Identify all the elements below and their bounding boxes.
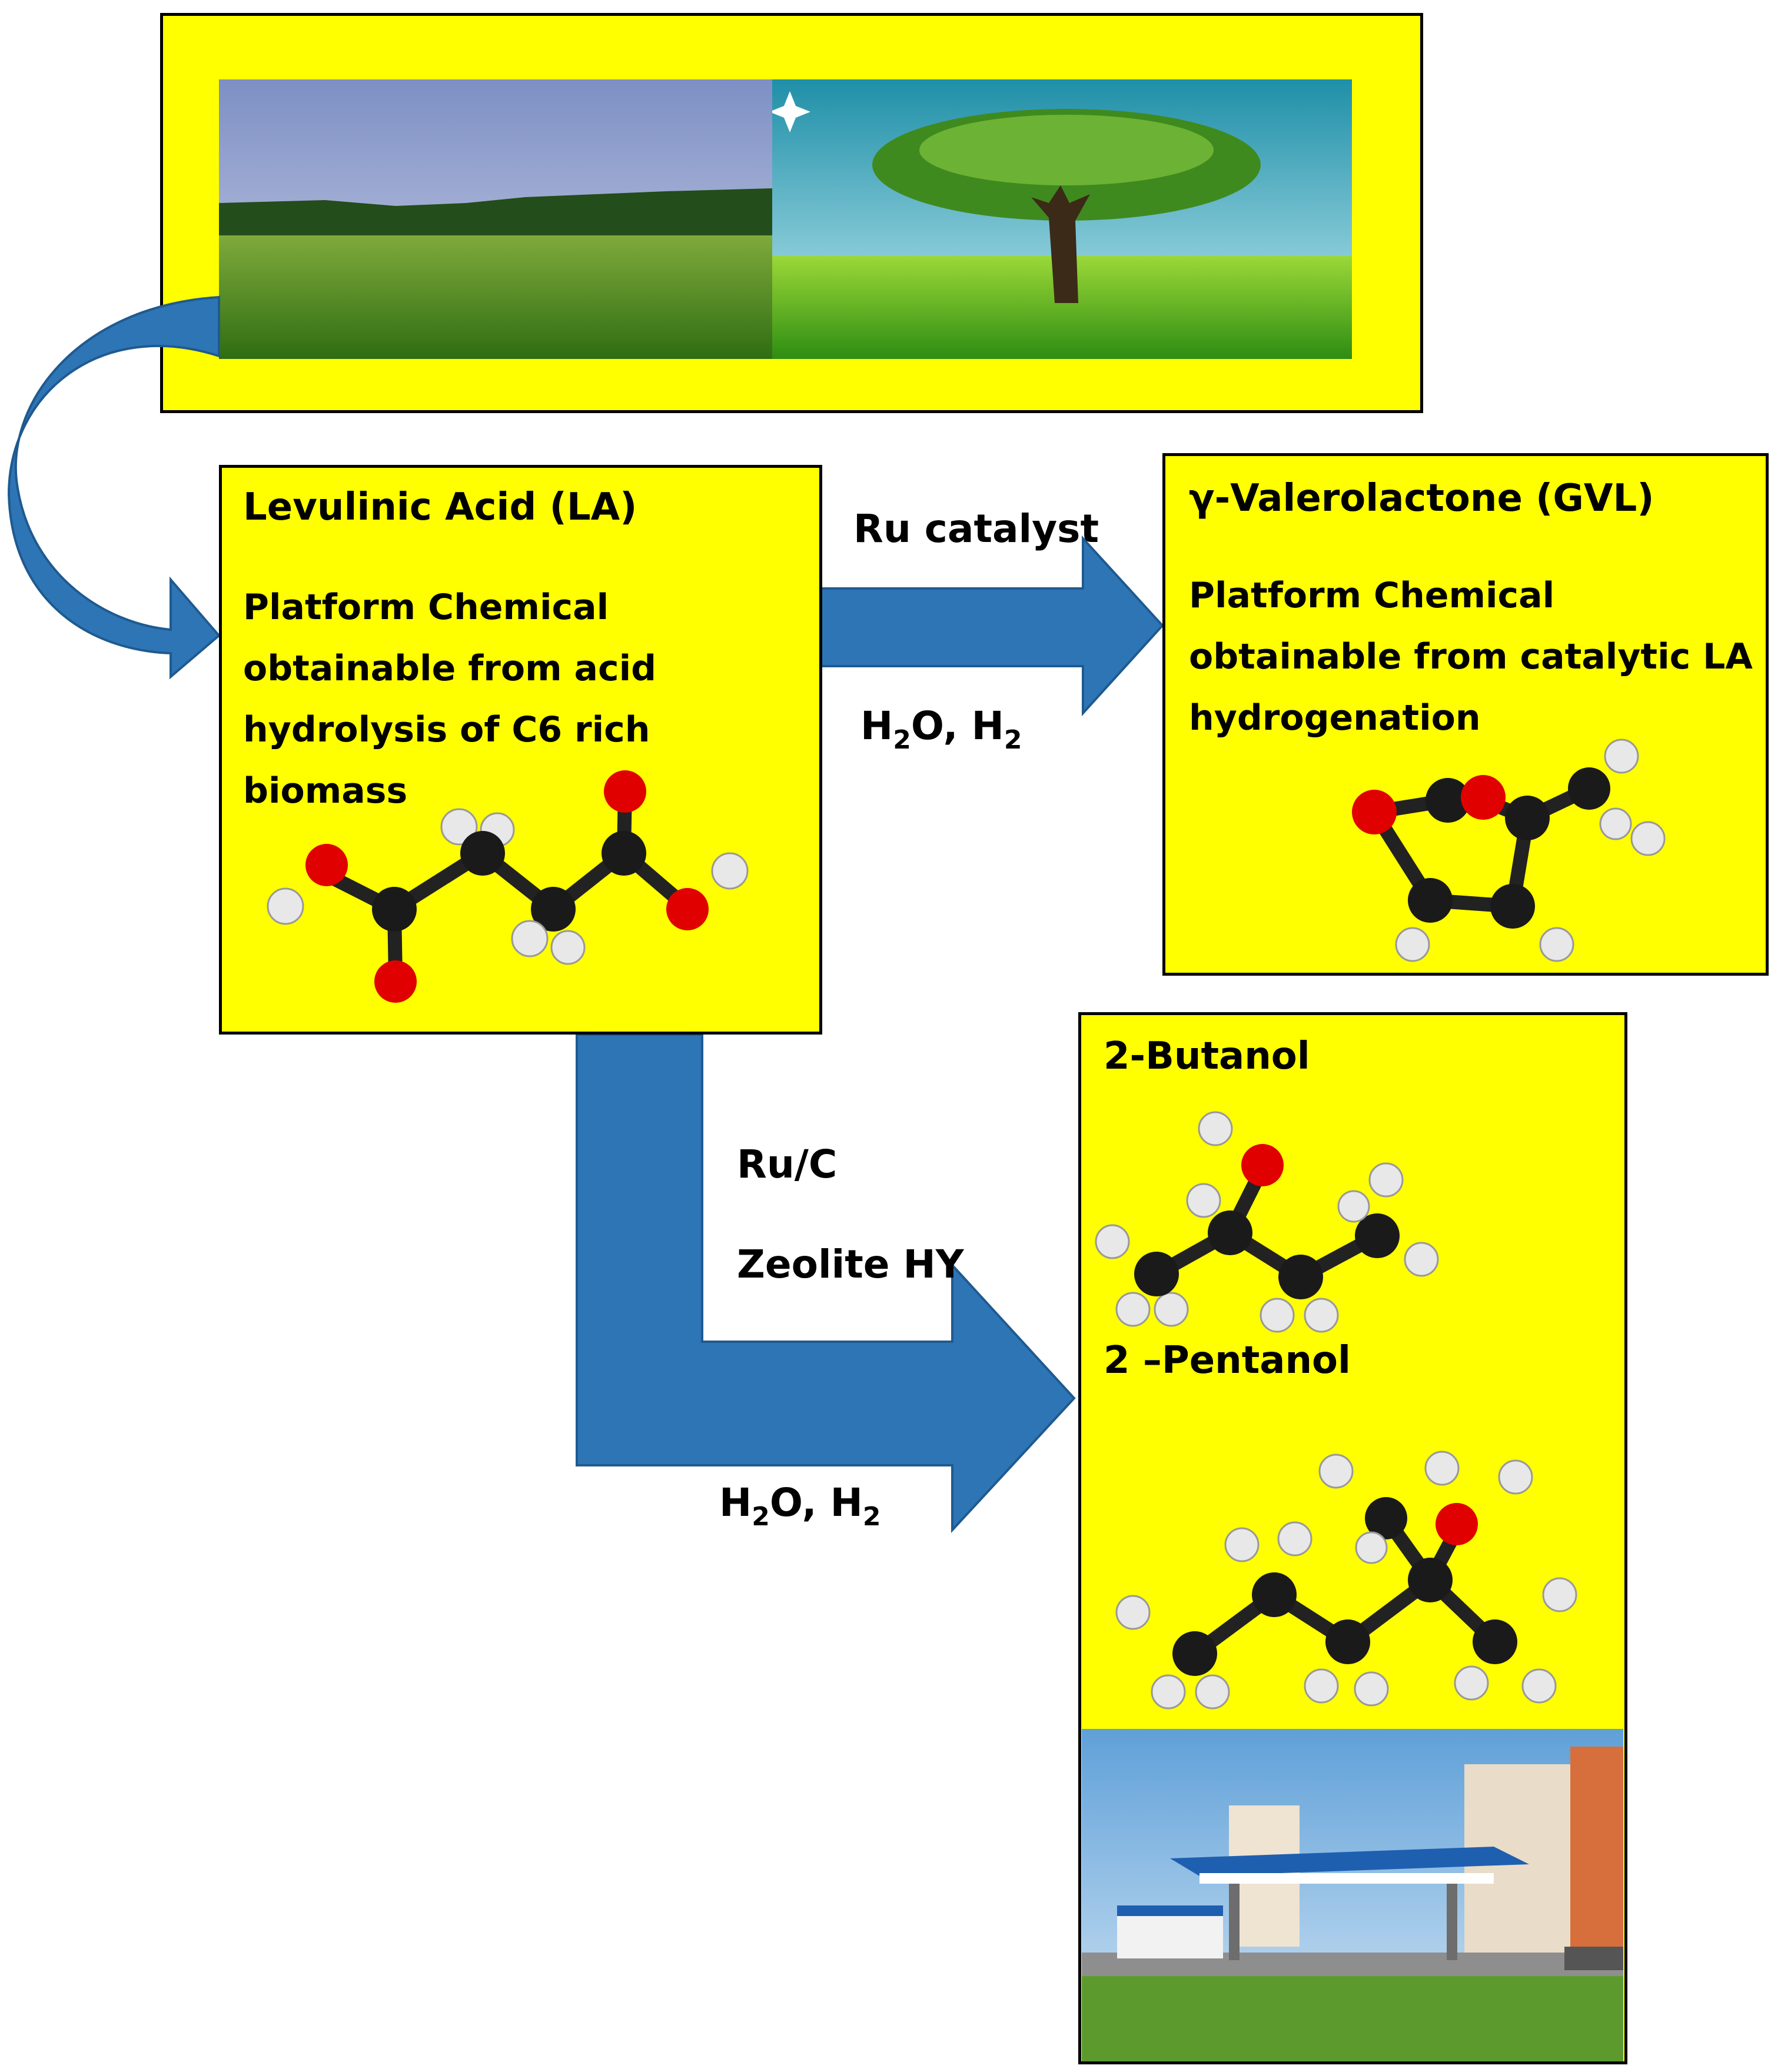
ru-c-label: Ru/C — [737, 1142, 838, 1187]
zeolite-label: Zeolite HY — [737, 1242, 964, 1287]
butanol-title: 2-Butanol — [1104, 1035, 1310, 1078]
ru-catalyst-label: Ru catalyst — [853, 506, 1099, 551]
field-photo — [219, 79, 772, 359]
gvl-title: γ-Valerolactone (GVL) — [1189, 477, 1654, 520]
arrow-to-products — [576, 1033, 1076, 1534]
gvl-description: Platform Chemical obtainable from cataly… — [1189, 575, 1753, 739]
top-reagents-label: H2O, H2 — [860, 703, 1022, 755]
arrow-to-gvl — [820, 535, 1164, 717]
gvl-box — [1162, 453, 1769, 976]
pentanol-title: 2 –Pentanol — [1104, 1339, 1351, 1382]
tree-photo — [772, 79, 1352, 359]
la-title: Levulinic Acid (LA) — [243, 485, 637, 529]
la-description: Platform Chemical obtainable from acid h… — [243, 587, 657, 811]
gas-station-photo — [1082, 1729, 1623, 2061]
bottom-reagents-label: H2O, H2 — [719, 1480, 881, 1532]
curved-arrow — [7, 295, 221, 680]
